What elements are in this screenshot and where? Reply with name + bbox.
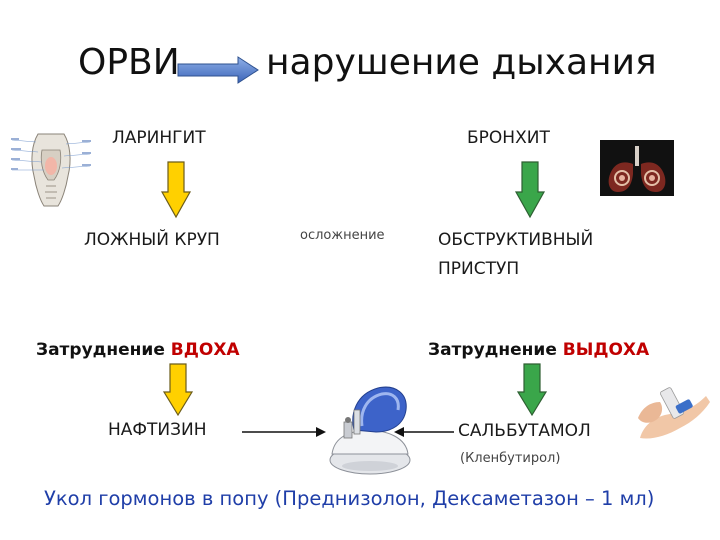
footer-note: Укол гормонов в попу (Преднизолон, Декса… xyxy=(44,487,655,510)
obstructive-label-line2: ПРИСТУП xyxy=(438,259,520,279)
laryngitis-label: ЛАРИНГИТ xyxy=(112,128,206,148)
inhale-arrow xyxy=(162,363,194,417)
naphthyzine-label: НАФТИЗИН xyxy=(108,420,207,440)
nebulizer-image xyxy=(329,386,411,475)
exhale-difficulty-label: Затруднение ВЫДОХА xyxy=(428,340,650,360)
title-left: ОРВИ xyxy=(78,42,180,83)
connector-arrows xyxy=(242,427,454,437)
bronchitis-arrow xyxy=(514,161,546,219)
salbutamol-label: САЛЬБУТАМОЛ xyxy=(458,421,591,441)
obstructive-label-line1: ОБСТРУКТИВНЫЙ xyxy=(438,230,594,250)
inhale-highlight: ВДОХА xyxy=(170,340,240,360)
exhale-arrow xyxy=(516,363,548,417)
exhale-highlight: ВЫДОХА xyxy=(562,340,650,360)
title-arrow xyxy=(177,56,259,84)
clenbuterol-label: (Кленбутирол) xyxy=(460,451,561,466)
bronchitis-label: БРОНХИТ xyxy=(467,128,550,148)
false-croup-label: ЛОЖНЫЙ КРУП xyxy=(84,230,220,250)
larynx-image xyxy=(10,130,92,208)
lungs-image xyxy=(600,140,674,196)
laryngitis-arrow xyxy=(160,161,192,219)
inhale-difficulty-label: Затруднение ВДОХА xyxy=(36,340,240,360)
title-right: нарушение дыхания xyxy=(266,42,657,83)
complication-label: осложнение xyxy=(300,228,385,243)
inhaler-image xyxy=(638,387,710,439)
